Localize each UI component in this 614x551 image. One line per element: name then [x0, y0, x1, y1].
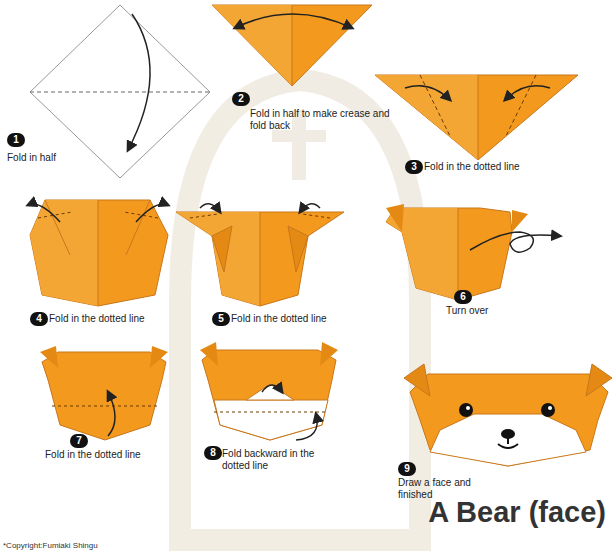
watermark	[180, 80, 420, 540]
step-3-triangle	[375, 75, 578, 160]
step-5-head	[176, 204, 344, 306]
step-4-head	[28, 200, 168, 306]
step-8-head	[200, 342, 338, 440]
step-instruction: Fold in half	[7, 152, 127, 164]
title: A Bear (face)	[428, 496, 606, 529]
callout-number: 5	[212, 312, 230, 326]
step-instruction: Fold in half to make crease and fold bac…	[250, 108, 400, 132]
step-instruction: Fold backward in the dotted line	[222, 448, 322, 472]
callout-number: 6	[454, 290, 472, 304]
callout-number: 4	[30, 312, 48, 326]
step-instruction: Turn over	[446, 305, 536, 317]
step-2-triangle	[212, 5, 372, 86]
step-instruction: Fold in the dotted line	[49, 313, 179, 325]
copyright-note: *Copyright:Fumiaki Shingu	[3, 540, 98, 551]
callout-number: 3	[405, 160, 423, 174]
step-6-head	[386, 204, 560, 300]
step-instruction: Fold in the dotted line	[231, 313, 371, 325]
callout-number: 7	[70, 434, 88, 448]
step-7-head	[40, 346, 168, 440]
callout-number: 8	[204, 446, 222, 460]
callout-number: 2	[232, 92, 250, 106]
step-instruction: Fold in the dotted line	[424, 161, 594, 173]
callout-number: 1	[7, 133, 25, 147]
step-instruction: Fold in the dotted line	[45, 449, 185, 461]
step-9-bear-face	[404, 364, 612, 466]
step-1-paper	[30, 5, 210, 178]
callout-number: 9	[398, 462, 416, 476]
